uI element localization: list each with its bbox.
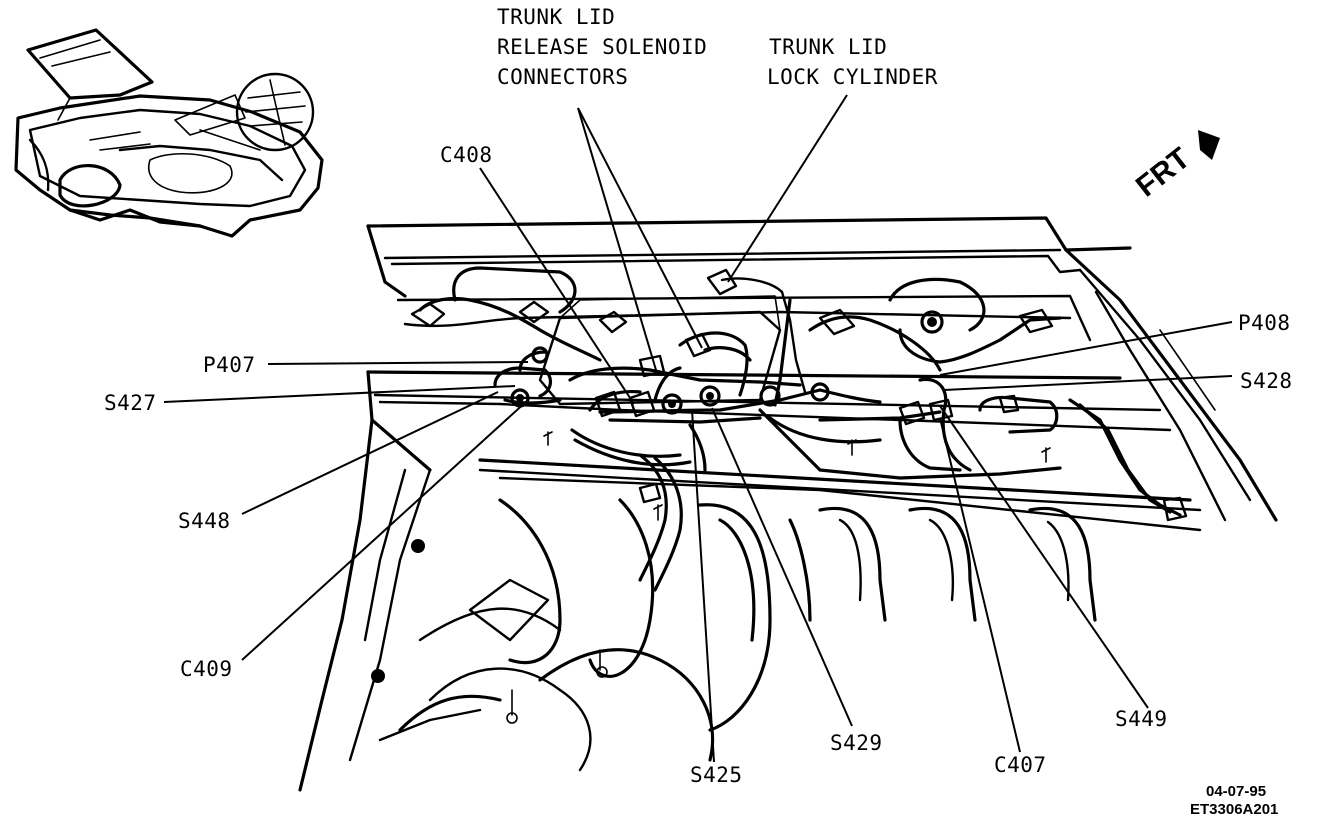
p408-label: P408 [1238, 311, 1291, 335]
s449-label: S449 [1115, 707, 1168, 731]
s429-label: S429 [830, 731, 883, 755]
release-solenoid-label-line1: TRUNK LID [497, 5, 615, 29]
s428-label: S428 [1240, 369, 1293, 393]
lock-cylinder-label-line1: TRUNK LID [769, 35, 887, 59]
vehicle-locator-illustration [14, 28, 324, 238]
s427-label: S427 [104, 391, 157, 415]
c409-label: C409 [180, 657, 233, 681]
c407-label: C407 [994, 753, 1047, 777]
c408-label: C408 [440, 143, 493, 167]
p407-label: P407 [203, 353, 256, 377]
leader-lines [163, 94, 1233, 763]
release-solenoid-label-line2: RELEASE SOLENOID [497, 35, 707, 59]
figure-footer: 04-07-95 ET3306A201 [1190, 783, 1278, 818]
s425-label: S425 [690, 763, 743, 787]
figure-id: ET3306A201 [1190, 801, 1278, 818]
figure-date: 04-07-95 [1206, 783, 1266, 800]
lock-cylinder-label-line2: LOCK CYLINDER [767, 65, 938, 89]
front-direction-indicator: FRT [1130, 130, 1220, 204]
frt-label: FRT [1130, 142, 1196, 204]
s448-label: S448 [178, 509, 231, 533]
release-solenoid-label-line3: CONNECTORS [497, 65, 628, 89]
callout-labels: TRUNK LID RELEASE SOLENOID CONNECTORS TR… [104, 5, 1293, 787]
